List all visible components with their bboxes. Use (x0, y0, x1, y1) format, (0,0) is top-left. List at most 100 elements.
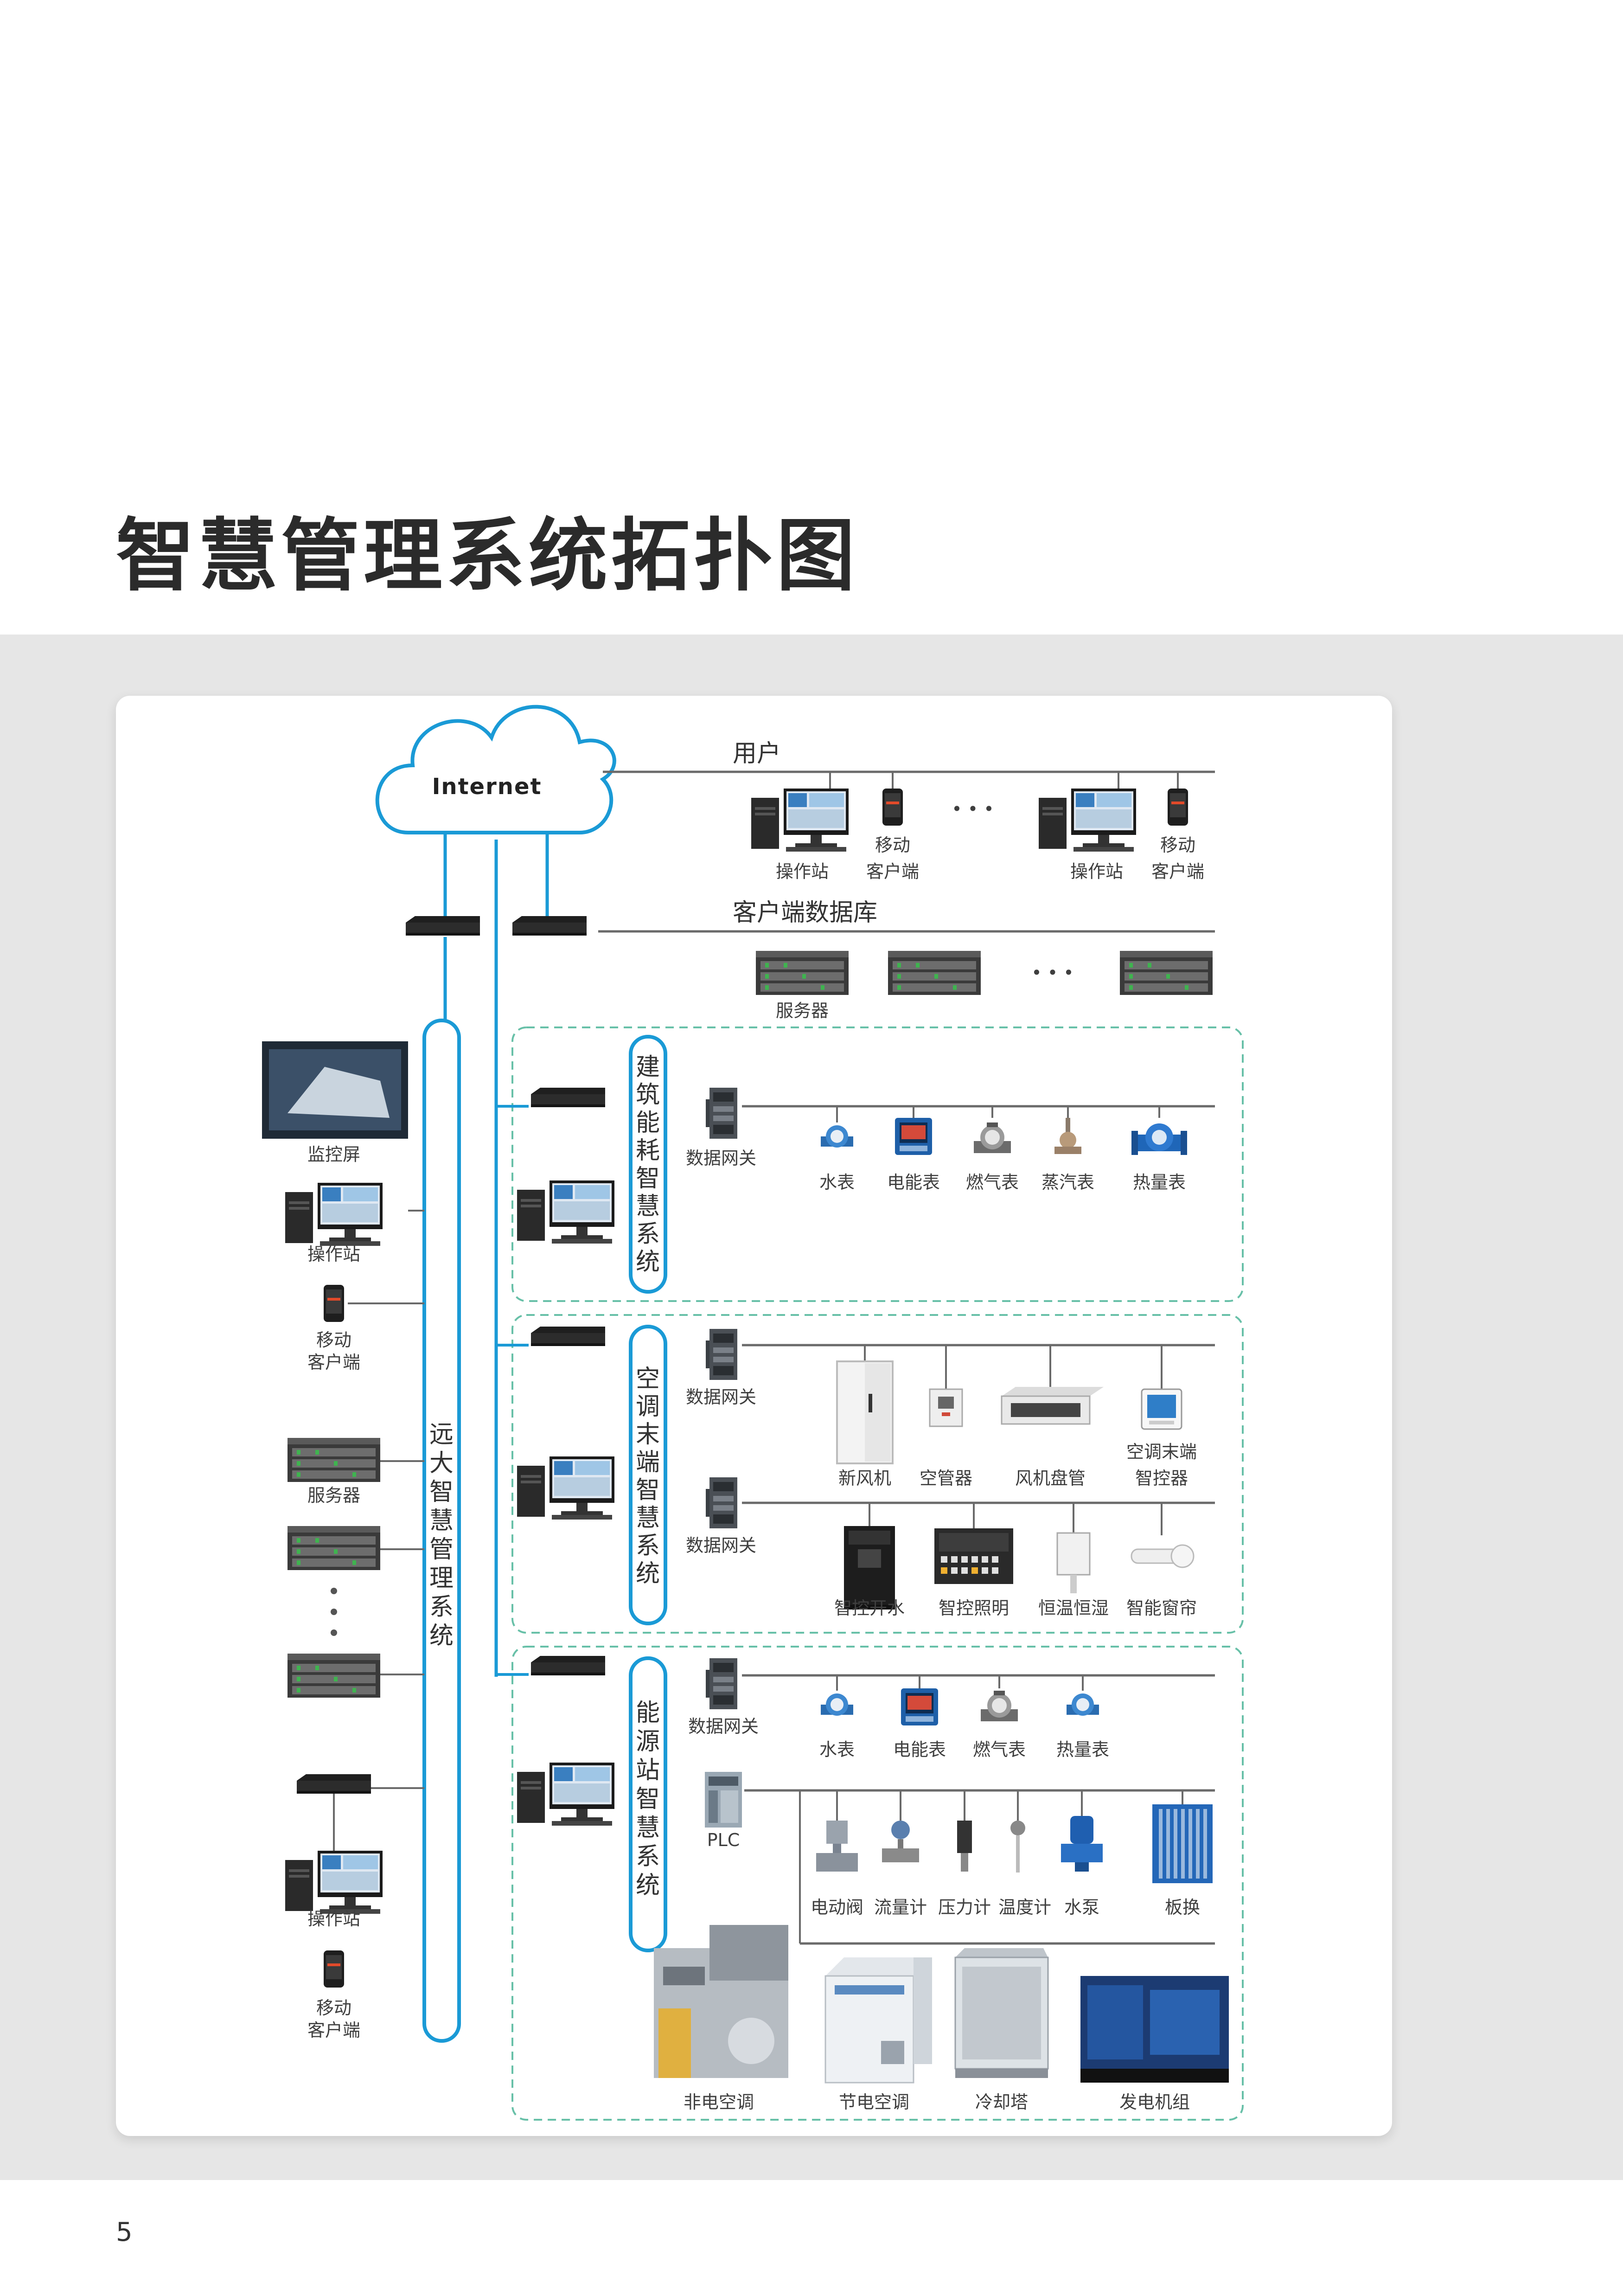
device-label: 电能表 (887, 1172, 940, 1193)
gas-meter-icon (974, 1122, 1011, 1153)
device-label: 空调末端智控器 (1126, 1442, 1197, 1488)
curtain-motor-icon (1131, 1544, 1195, 1568)
device-label: 电动阀 (811, 1897, 863, 1918)
user-row-ellipsis: • • • (952, 799, 994, 819)
mobile-icon (324, 1950, 344, 1988)
cooling-tower-icon (954, 1948, 1049, 2078)
user-row-label: 用户 (733, 740, 781, 768)
user-item-label: 操作站 (776, 861, 829, 882)
gateway-label: 数据网关 (688, 1716, 759, 1737)
gateway-icon (706, 1477, 737, 1528)
gateway-label: 数据网关 (686, 1387, 756, 1407)
device-label: 智控照明 (939, 1598, 1009, 1618)
workstation-icon (1039, 789, 1136, 852)
section1-bus (629, 1035, 667, 1294)
device-label: 燃气表 (973, 1739, 1026, 1760)
workstation-icon (517, 1180, 614, 1244)
main-system-label: 远大智慧管理系统 (429, 1421, 454, 1650)
water-meter-icon (821, 1693, 853, 1716)
device-label: 智控开水 (834, 1598, 905, 1618)
server-icon (288, 1526, 380, 1570)
device-label: 热量表 (1056, 1739, 1109, 1760)
section3-bus (629, 1656, 667, 1952)
left-item-label: 服务器 (307, 1485, 360, 1506)
fan-coil-icon (1001, 1386, 1105, 1425)
main-system-bus (422, 1019, 461, 2043)
device-label: 恒温恒湿 (1038, 1598, 1109, 1618)
lighting-console-icon (934, 1528, 1013, 1584)
plc-icon (705, 1772, 742, 1828)
db-row-label: 客户端数据库 (733, 899, 877, 927)
device-label: 新风机 (838, 1468, 891, 1488)
left-item-label: 移动客户端 (307, 1330, 360, 1372)
workstation-icon (517, 1456, 614, 1520)
fresh-air-unit-icon (836, 1360, 894, 1464)
switch-icon (297, 1774, 371, 1794)
device-label: 发电机组 (1119, 2092, 1190, 2112)
page-number: 5 (116, 2217, 133, 2247)
motor-valve-icon (816, 1821, 858, 1872)
section1-label: 建筑能耗智慧系统 (636, 1053, 660, 1276)
server-icon (288, 1438, 380, 1482)
power-meter-icon (901, 1688, 938, 1725)
user-item-label: 操作站 (1070, 861, 1123, 882)
left-item-label: 移动客户端 (307, 1998, 360, 2040)
generator-icon (1080, 1976, 1229, 2083)
server-icon (288, 1654, 380, 1698)
device-label: 智能窗帘 (1126, 1598, 1197, 1618)
gateway-label: 数据网关 (686, 1148, 756, 1168)
switch-icon (531, 1656, 605, 1675)
workstation-icon (751, 789, 849, 852)
db-row-ellipsis: • • • (1031, 962, 1073, 983)
left-item-label: 操作站 (307, 1909, 360, 1929)
pump-icon (1061, 1816, 1103, 1872)
workstation-icon (285, 1851, 383, 1914)
switch-icon (512, 916, 587, 936)
device-label: 水表 (819, 1739, 855, 1760)
device-label: 蒸汽表 (1042, 1172, 1094, 1193)
section2-label: 空调末端智慧系统 (636, 1365, 660, 1588)
device-label: 风机盘管 (1015, 1468, 1086, 1488)
steam-meter-icon (1054, 1118, 1081, 1154)
page-title: 智慧管理系统拓扑图 (116, 510, 859, 602)
device-label: 冷却塔 (975, 2092, 1028, 2112)
device-label: 温度计 (998, 1897, 1051, 1918)
section2-frame (511, 1314, 1244, 1634)
thermostat-icon (1141, 1388, 1182, 1430)
section3-label: 能源站智慧系统 (636, 1699, 660, 1899)
water-meter-icon (821, 1125, 853, 1148)
plate-heat-exchanger-icon (1152, 1804, 1213, 1883)
mobile-icon (882, 789, 903, 826)
gateway-icon (706, 1329, 737, 1380)
heat-meter-icon (1131, 1123, 1187, 1155)
water-dispenser-icon (844, 1526, 895, 1610)
server-label: 服务器 (776, 1000, 829, 1021)
humidity-sensor-icon (1056, 1532, 1091, 1594)
server-icon (888, 951, 981, 995)
section2-bus (629, 1325, 667, 1625)
controller-box-icon (929, 1388, 963, 1427)
switch-icon (531, 1088, 605, 1107)
server-icon (1120, 951, 1213, 995)
gas-meter-icon (981, 1691, 1018, 1721)
switch-icon (406, 916, 480, 936)
device-label: 流量计 (874, 1897, 927, 1918)
mobile-icon (1168, 789, 1188, 826)
device-label: 电能表 (893, 1739, 946, 1760)
device-label: 水泵 (1064, 1897, 1099, 1918)
thermometer-icon (1010, 1821, 1025, 1873)
workstation-icon (517, 1763, 614, 1826)
mobile-icon (324, 1285, 344, 1322)
left-item-label: 监控屏 (307, 1144, 360, 1165)
absorption-chiller-icon (654, 1925, 788, 2078)
device-label: 板换 (1165, 1897, 1200, 1918)
device-label: 节电空调 (839, 2092, 909, 2112)
internet-label: Internet (432, 774, 542, 800)
server-icon (756, 951, 849, 995)
plc-label: PLC (707, 1830, 740, 1850)
section1-frame (511, 1026, 1244, 1302)
flow-meter-icon (882, 1821, 919, 1862)
electric-chiller-icon (824, 1957, 932, 2084)
device-label: 燃气表 (966, 1172, 1019, 1193)
device-label: 热量表 (1133, 1172, 1186, 1193)
